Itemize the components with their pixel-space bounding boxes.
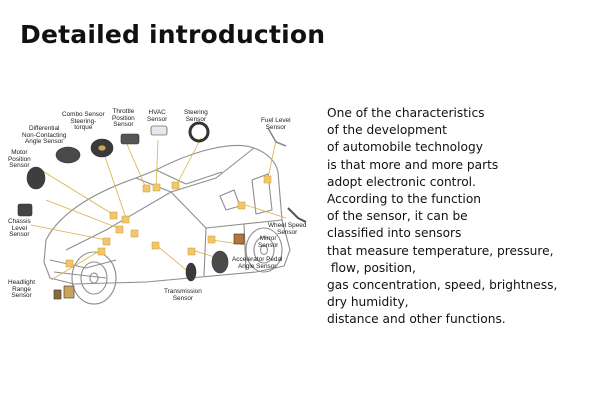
front-wheel [71,251,117,305]
steering-sensor-part [188,121,210,143]
wheel-sensor-part [287,207,307,223]
page-title: Detailed introduction [20,20,326,49]
description-line: is that more and more parts [327,157,499,172]
throttle-sensor-part [120,133,140,145]
label-hvac-sensor: HVAC Sensor [147,109,168,123]
label-transmission-sensor: Transmission Sensor [164,288,202,302]
label-wheel-sensor: Wheel Speed Sensor [268,222,307,236]
fuel-sensor-part [267,127,287,147]
label-motor-sensor: Motor Position Sensor [8,149,31,170]
chassis-sensor-part [17,203,33,217]
headlight-sensor-part [63,285,75,299]
hvac-sensor-part [150,125,168,136]
transmission-sensor-part [185,262,197,282]
differential-sensor-part [55,146,81,164]
description-line: According to the function [327,192,482,207]
combo-sensor-part-core [97,144,107,152]
label-throttle-sensor: Throttle Position Sensor [112,108,135,129]
description-line: flow, position, [327,260,416,275]
sensor-markers [65,175,272,268]
description-line: gas concentration, speed, brightness, [327,278,558,293]
label-differential-sensor: Differential Non-Contacting Angle Sensor [22,125,67,146]
headlight-sensor-part-2 [53,289,62,300]
description-line: distance and other functions. [327,312,506,327]
description-text: One of the characteristics of the develo… [327,105,595,329]
label-mirror-sensor: Mirror Sensor [258,235,279,249]
car-sensor-diagram: Differential Non-Contacting Angle Sensor… [6,100,320,400]
connector-lines [30,137,287,281]
label-steering-sensor: Steering Sensor [184,109,208,123]
description-line: classified into sensors [327,226,462,241]
label-fuel-sensor: Fuel Level Sensor [261,117,291,131]
rear-wheel [245,227,283,273]
description-line: adopt electronic control. [327,174,476,189]
description-line: that measure temperature, pressure, [327,243,554,258]
description-line: One of the characteristics [327,106,485,120]
accelerator-sensor-part [211,250,229,274]
motor-sensor-part [26,166,46,190]
mirror-sensor-part [233,233,245,245]
label-combo-sensor: Combo Sensor Steering- torque [62,111,105,132]
sensor-parts [17,121,307,300]
description-line: of the development [327,123,447,138]
label-accelerator-sensor: Accelerator Pedal Angle Sensor [232,256,283,270]
car-illustration [17,121,307,305]
label-chassis-sensor: Chassis Level Sensor [8,218,31,239]
description-line: of automobile technology [327,140,483,155]
description-line: of the sensor, it can be [327,209,468,224]
description-line: dry humidity, [327,295,409,310]
label-headlight-sensor: Headlight Range Sensor [8,279,36,300]
